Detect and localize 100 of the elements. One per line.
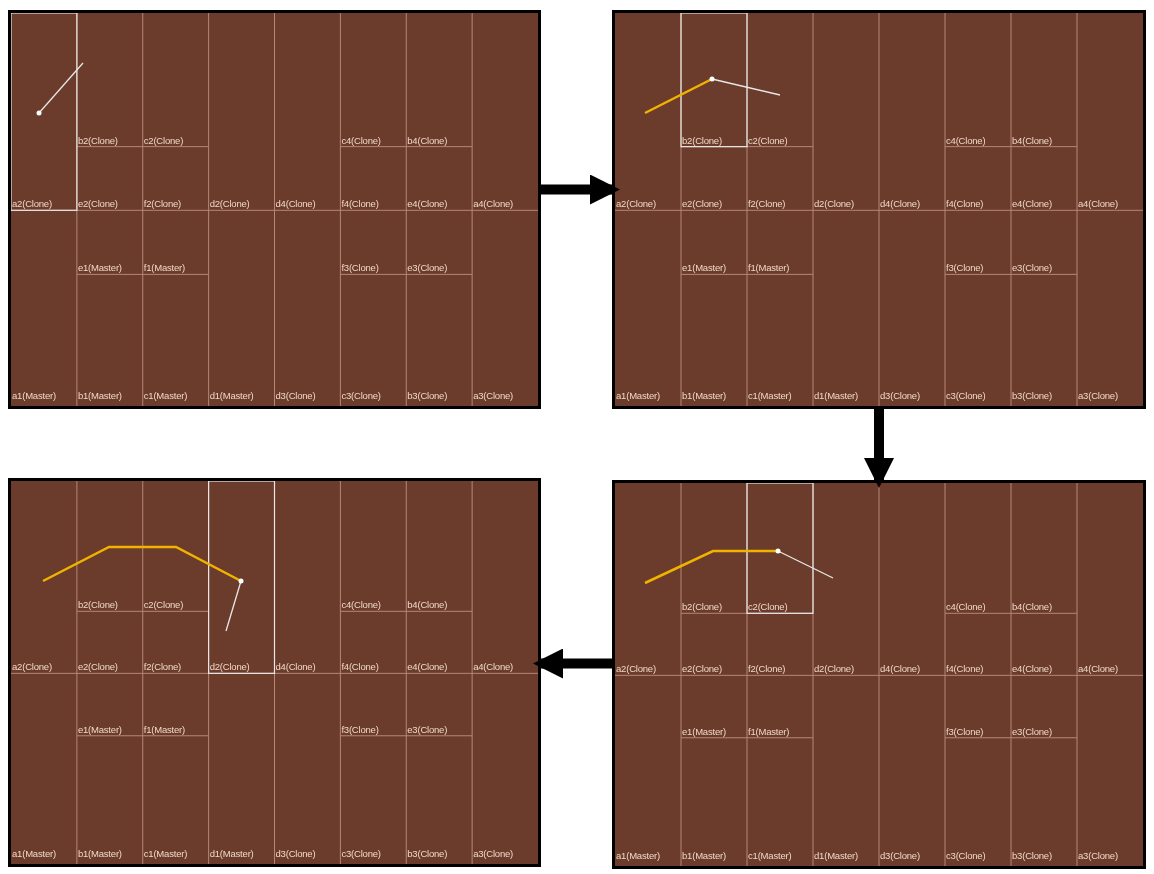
arrow: [541, 174, 620, 205]
screenshot-panel: [8, 478, 541, 867]
cell-label: c2(Clone): [143, 134, 184, 146]
cell-label: e2(Clone): [77, 198, 118, 210]
cell-label: e2(Clone): [77, 661, 118, 673]
cell-label: d3(Clone): [275, 848, 316, 860]
cell-label: b1(Master): [682, 850, 726, 862]
cell-label: d3(Clone): [880, 850, 920, 862]
cell-label: b1(Master): [682, 390, 726, 402]
cell-label: f4(Clone): [946, 663, 984, 675]
cell-label: d4(Clone): [275, 198, 316, 210]
arrow: [533, 648, 612, 679]
cell-label: c1(Master): [748, 850, 792, 862]
cell-label: c2(Clone): [748, 601, 788, 613]
cell-label: a4(Clone): [1078, 663, 1118, 675]
cell-label: e1(Master): [682, 262, 726, 274]
cell-label: a1(Master): [616, 850, 660, 862]
cell-label: d1(Master): [814, 390, 858, 402]
cell-label: a3(Clone): [1078, 390, 1118, 402]
cell-label: e1(Master): [682, 725, 726, 737]
cell-label: d4(Clone): [880, 663, 920, 675]
cell-label: e1(Master): [77, 723, 122, 735]
cell-label: f4(Clone): [946, 198, 984, 210]
cell-label: b3(Clone): [1012, 390, 1052, 402]
cell-label: c4(Clone): [341, 599, 381, 611]
cell-label: f3(Clone): [946, 262, 984, 274]
cell-label: f2(Clone): [143, 198, 182, 210]
cell-label: a2(Clone): [616, 198, 656, 210]
cell-label: a4(Clone): [473, 198, 514, 210]
cell-label: c4(Clone): [946, 134, 986, 146]
cell-label: a3(Clone): [473, 390, 514, 402]
cell-label: b2(Clone): [77, 599, 118, 611]
cell-label: f1(Master): [143, 262, 186, 274]
cell-label: a1(Master): [12, 390, 56, 402]
cell-label: c3(Clone): [341, 390, 381, 402]
cell-label: c2(Clone): [748, 134, 788, 146]
screenshot-panel: [8, 10, 541, 409]
cell-label: b4(Clone): [1012, 134, 1052, 146]
cell-label: d1(Master): [814, 850, 858, 862]
cell-label: b4(Clone): [407, 134, 448, 146]
cell-label: f2(Clone): [748, 198, 786, 210]
arrow: [864, 409, 894, 488]
cell-label: e3(Clone): [1012, 262, 1052, 274]
cell-label: a2(Clone): [616, 663, 656, 675]
cell-label: c4(Clone): [946, 601, 986, 613]
cell-label: c1(Master): [143, 390, 188, 402]
cell-label: c3(Clone): [946, 850, 986, 862]
cell-label: c1(Master): [748, 390, 792, 402]
cell-label: e3(Clone): [1012, 725, 1052, 737]
cell-label: a3(Clone): [473, 848, 514, 860]
cell-label: f4(Clone): [341, 198, 379, 210]
cell-label: b1(Master): [77, 848, 122, 860]
cell-label: a1(Master): [616, 390, 660, 402]
cell-label: b4(Clone): [407, 599, 448, 611]
cell-label: c3(Clone): [946, 390, 986, 402]
cell-label: f2(Clone): [143, 661, 182, 673]
cell-label: b2(Clone): [77, 134, 118, 146]
cell-label: d1(Master): [209, 390, 254, 402]
cell-label: b3(Clone): [407, 848, 448, 860]
cell-label: a3(Clone): [1078, 850, 1118, 862]
cell-label: b3(Clone): [1012, 850, 1052, 862]
cell-label: e4(Clone): [407, 661, 448, 673]
cell-label: f2(Clone): [748, 663, 786, 675]
cell-label: f3(Clone): [341, 723, 379, 735]
cell-label: a4(Clone): [1078, 198, 1118, 210]
cell-label: a2(Clone): [12, 198, 52, 210]
cell-label: e1(Master): [77, 262, 122, 274]
cell-label: b1(Master): [77, 390, 122, 402]
cell-label: a4(Clone): [473, 661, 514, 673]
cell-label: e4(Clone): [1012, 663, 1052, 675]
cell-label: f1(Master): [748, 262, 790, 274]
cell-label: d2(Clone): [209, 661, 250, 673]
cell-label: b3(Clone): [407, 390, 448, 402]
cell-label: f4(Clone): [341, 661, 379, 673]
cell-label: d3(Clone): [880, 390, 920, 402]
cell-label: d3(Clone): [275, 390, 316, 402]
screenshot-panel: [612, 10, 1146, 409]
cell-label: f1(Master): [143, 723, 186, 735]
cell-label: c4(Clone): [341, 134, 381, 146]
screenshot-panel: [612, 480, 1146, 869]
cell-label: c2(Clone): [143, 599, 184, 611]
cell-label: e2(Clone): [682, 198, 722, 210]
cell-label: a1(Master): [12, 848, 56, 860]
cell-label: e4(Clone): [1012, 198, 1052, 210]
cell-label: d2(Clone): [209, 198, 250, 210]
cell-label: f1(Master): [748, 725, 790, 737]
cell-label: f3(Clone): [946, 725, 984, 737]
cell-label: e3(Clone): [407, 262, 448, 274]
cell-label: a2(Clone): [12, 661, 52, 673]
cell-label: b2(Clone): [682, 134, 722, 146]
cell-label: d1(Master): [209, 848, 254, 860]
cell-label: d2(Clone): [814, 198, 854, 210]
cell-label: e3(Clone): [407, 723, 448, 735]
cell-label: d4(Clone): [880, 198, 920, 210]
cell-label: e4(Clone): [407, 198, 448, 210]
cell-label: f3(Clone): [341, 262, 379, 274]
cell-label: d4(Clone): [275, 661, 316, 673]
cell-label: b4(Clone): [1012, 601, 1052, 613]
cell-label: c1(Master): [143, 848, 188, 860]
cell-label: e2(Clone): [682, 663, 722, 675]
